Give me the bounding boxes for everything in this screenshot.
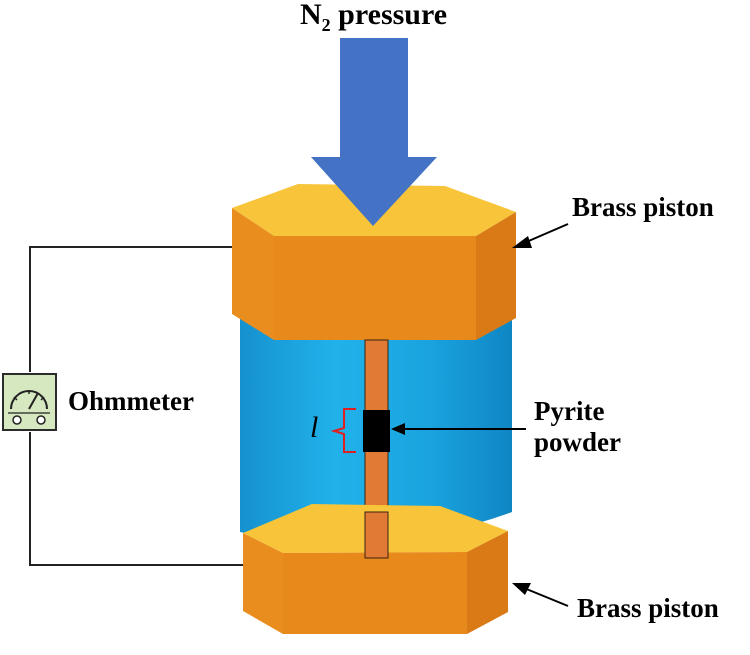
length-symbol: l [310, 411, 319, 444]
circuit-wire [29, 246, 250, 566]
sample-label-line1: Pyrite [534, 396, 605, 426]
bottom-piston-label: Brass piston [577, 593, 719, 623]
pressure-label: N2 pressure [300, 0, 448, 35]
callout-arrows [391, 223, 569, 607]
length-bracket [330, 408, 356, 453]
pyrite-sample [363, 410, 390, 452]
ohmmeter-icon [2, 373, 57, 431]
pressure-suffix: pressure [330, 0, 448, 31]
ohmmeter-label: Ohmmeter [68, 386, 194, 416]
sample-label: Pyrite powder [534, 396, 621, 458]
pressure-arrow [311, 38, 437, 226]
top-piston-label: Brass piston [572, 192, 714, 222]
gas-symbol: N [300, 0, 322, 31]
sample-label-line2: powder [534, 427, 621, 458]
gas-subscript: 2 [321, 15, 331, 35]
